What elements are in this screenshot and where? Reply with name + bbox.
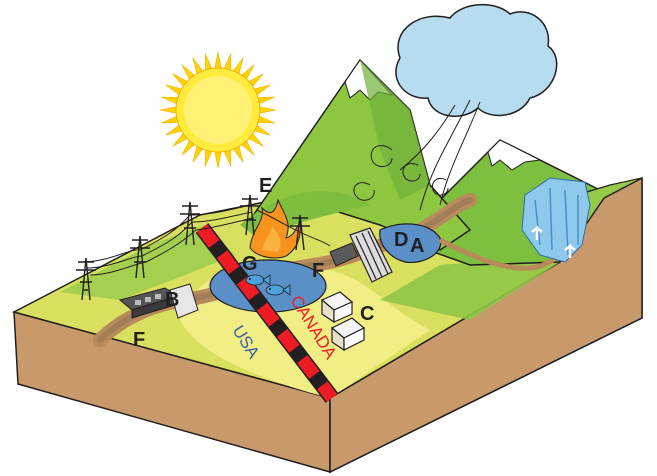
dam-icon (329, 227, 393, 283)
power-station-b (118, 283, 199, 319)
house-icon (320, 291, 366, 352)
border-dashes (196, 224, 338, 402)
upper-lake (379, 223, 442, 264)
border-line (195, 223, 339, 403)
sun-ray (257, 106, 277, 114)
glacier-arrow-up-left (531, 225, 543, 240)
field-green-right (380, 260, 560, 320)
diagram-labels: A B C D E F F G (133, 175, 424, 351)
sun-ray (159, 106, 179, 114)
label-f-left: F (133, 329, 145, 351)
label-d: D (394, 229, 408, 251)
label-b: B (165, 289, 179, 311)
sun-ray (214, 51, 222, 71)
ridge-shade (360, 60, 430, 200)
snowcap-right (487, 139, 542, 171)
wind-swirl-icon (353, 99, 481, 211)
label-g: G (242, 253, 258, 275)
power-tower-icon (76, 194, 310, 301)
glacier-arrow-up-right (564, 243, 576, 258)
sun-icon (159, 51, 277, 169)
glacier-icon (521, 177, 591, 263)
cloud-icon (395, 3, 558, 117)
label-a: A (410, 235, 424, 257)
fire-icon (249, 198, 301, 259)
fish-icon (245, 274, 291, 296)
sun-ray (214, 149, 222, 169)
label-f-mid: F (312, 260, 324, 282)
label-e: E (259, 175, 272, 197)
power-lines (81, 204, 331, 276)
label-c: C (360, 303, 374, 325)
field-green-left (60, 225, 235, 300)
